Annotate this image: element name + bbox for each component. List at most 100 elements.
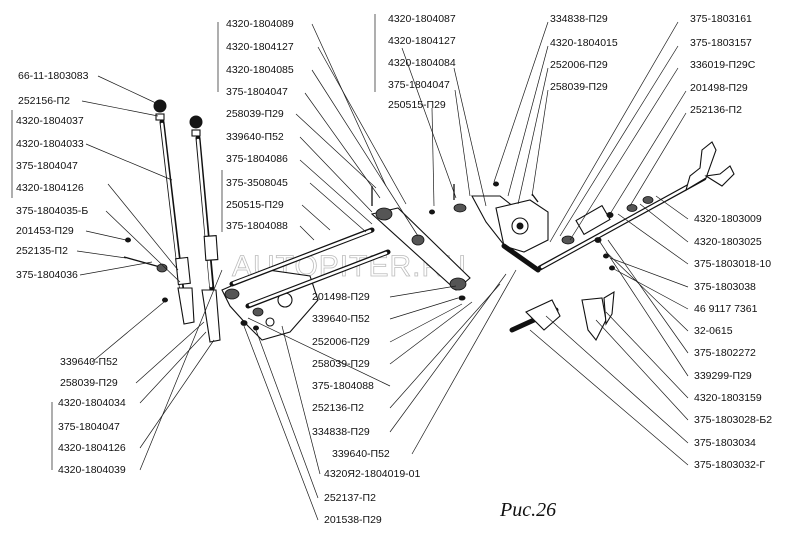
leader-l18 [317, 46, 407, 205]
label-l13: 4320-1804034 [58, 397, 126, 409]
label-l29: 4320-1804084 [388, 57, 456, 69]
long-shift-rod-hl [540, 177, 704, 269]
label-l19: 4320-1804085 [226, 64, 294, 76]
leader-l59 [599, 241, 689, 377]
label-l08: 201453-П29 [16, 225, 74, 237]
leader-l10 [79, 261, 153, 276]
bracket-hole-2 [265, 317, 275, 327]
label-l47: 334838-П29 [312, 426, 370, 438]
leader-l24 [309, 182, 367, 233]
label-l18: 4320-1804127 [226, 41, 294, 53]
link-pin [429, 209, 435, 215]
leader-l31 [431, 107, 435, 207]
rod-collar [626, 204, 638, 212]
lever-foot-1 [177, 287, 195, 325]
label-l17: 4320-1804089 [226, 18, 294, 30]
label-l48: 339640-П52 [332, 448, 390, 460]
label-l44: 258039-П29 [312, 358, 370, 370]
label-l09: 252135-П2 [16, 245, 68, 257]
leader-l44 [389, 301, 473, 365]
label-l60: 4320-1803159 [694, 392, 762, 404]
label-l46: 252136-П2 [312, 402, 364, 414]
shift-lug [525, 299, 561, 331]
leader-l04 [85, 143, 173, 181]
leader-l61 [595, 319, 689, 421]
label-l40: 252136-П2 [690, 104, 742, 116]
lower-fork [581, 297, 607, 342]
label-l57: 32-0615 [694, 325, 733, 337]
part-labels: 66-11-1803083 252156-П2 4320-1804037 432… [16, 13, 772, 526]
label-l06: 4320-1804126 [16, 182, 84, 194]
leader-l35 [531, 89, 549, 197]
label-l01: 66-11-1803083 [18, 70, 89, 82]
lower-fork-prong [603, 290, 615, 326]
label-l41: 201498-П29 [312, 291, 370, 303]
small-pin [162, 297, 168, 303]
leader-l08 [85, 230, 127, 241]
side-bolt-nut [156, 263, 168, 273]
label-l49: 4320Я2-1804019-01 [324, 468, 420, 480]
label-l38: 336019-П29С [690, 59, 756, 71]
washer-a [240, 320, 248, 326]
figure-caption: Рис.26 [499, 499, 556, 521]
side-bolt [123, 256, 161, 268]
label-l34: 252006-П29 [550, 59, 608, 71]
lever-knob-2 [189, 115, 203, 129]
leader-l01 [97, 75, 159, 105]
leader-l48 [411, 269, 517, 455]
leader-l40 [629, 112, 687, 207]
lever-foot-2 [201, 289, 221, 343]
leader-l12 [135, 321, 205, 384]
link-end-a [375, 207, 393, 221]
leader-l46 [389, 283, 501, 409]
leader-l07 [105, 210, 181, 283]
leader-l63 [529, 329, 689, 466]
label-l27: 4320-1804087 [388, 13, 456, 25]
leader-l49 [281, 325, 321, 475]
leader-l50 [255, 329, 319, 499]
knob-nut-1 [155, 113, 165, 121]
link-washer [458, 295, 466, 301]
shaft-end-joint-2 [252, 307, 264, 317]
leader-l11 [91, 301, 165, 363]
label-l16: 4320-1804039 [58, 464, 126, 476]
leader-l13 [139, 331, 207, 404]
leader-l19 [311, 69, 419, 237]
label-l25: 250515-П29 [226, 199, 284, 211]
leader-l21 [295, 113, 377, 189]
label-l14: 375-1804047 [58, 421, 120, 433]
leader-l26 [299, 225, 315, 241]
leader-l42 [389, 297, 459, 320]
lever-sleeve-2 [203, 235, 219, 261]
leader-l25 [301, 204, 331, 231]
small-washer [125, 237, 131, 243]
left-lever-assembly [123, 99, 221, 343]
leader-l38 [569, 67, 679, 241]
leader-l16 [139, 269, 223, 471]
leader-l15 [139, 339, 215, 449]
rocker-housing-assembly [453, 181, 549, 273]
leader-l02 [81, 100, 159, 117]
label-l23: 375-1804086 [226, 153, 288, 165]
label-l24: 375-3508045 [226, 177, 288, 189]
leader-l47 [389, 273, 507, 433]
leader-l29 [453, 67, 487, 207]
leader-l45 [247, 317, 391, 387]
detent-ball [603, 253, 609, 259]
leader-l55 [609, 257, 689, 288]
leader-l57 [605, 251, 689, 332]
shaft-end-joint [224, 288, 240, 300]
leader-l28 [401, 47, 457, 199]
label-l03: 4320-1804037 [16, 115, 84, 127]
label-l36: 375-1803161 [690, 13, 752, 25]
label-l12: 258039-П29 [60, 377, 118, 389]
knob-nut-2 [191, 129, 201, 137]
leader-l62 [545, 315, 689, 444]
rod-ball [594, 237, 602, 243]
label-l28: 4320-1804127 [388, 35, 456, 47]
leader-l56 [611, 267, 689, 310]
label-l05: 375-1804047 [16, 160, 78, 172]
leader-l34 [517, 67, 549, 205]
label-l54: 375-1803018-10 [694, 258, 771, 270]
leader-l39 [609, 90, 687, 215]
